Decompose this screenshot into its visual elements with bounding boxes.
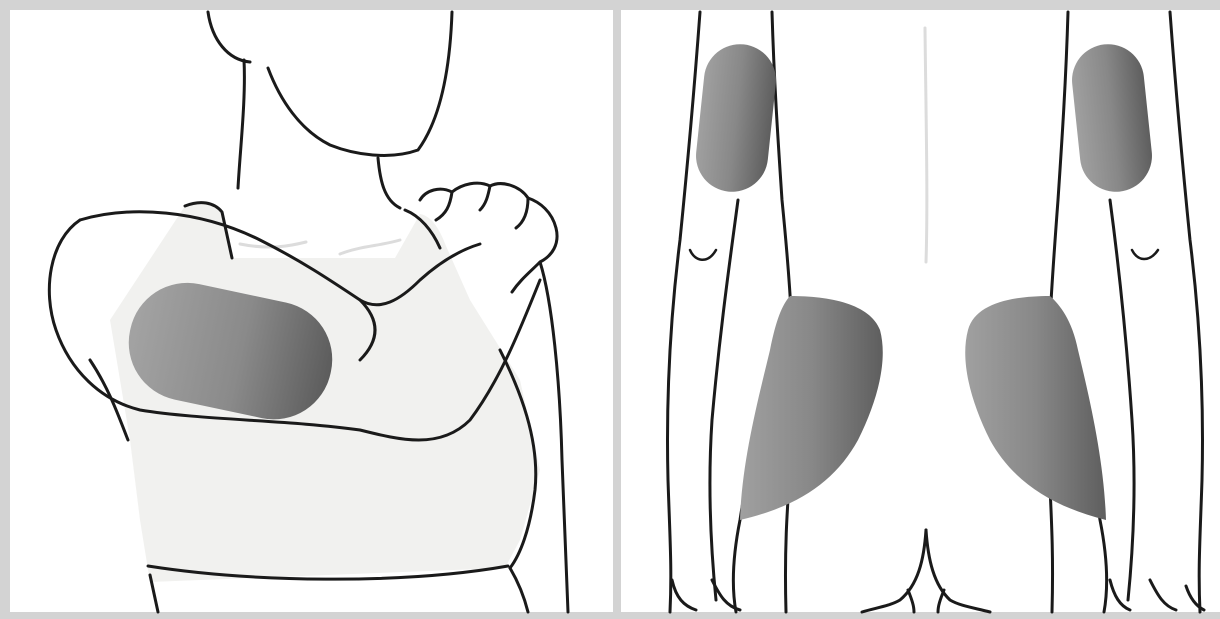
left-upper-arm-site: [696, 44, 776, 192]
right-buttock-site: [965, 296, 1106, 520]
left-panel-figure: [47, 10, 570, 614]
upper-arm-site: [128, 282, 333, 420]
left-buttock-site: [740, 296, 883, 520]
right-panel-figure: [666, 10, 1206, 614]
right-upper-arm-site: [1072, 44, 1152, 192]
